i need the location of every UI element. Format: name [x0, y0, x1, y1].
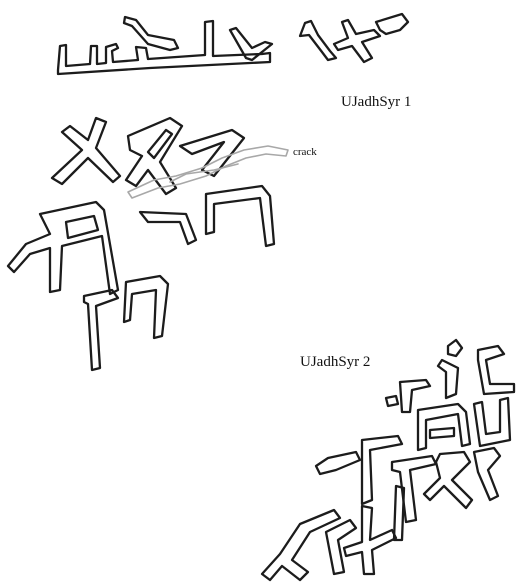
- inscription-2-bottom-right-glyph: [392, 484, 406, 542]
- inscription-2-loop-glyph: [446, 338, 464, 358]
- inscription-2-mid-glyph: [390, 454, 438, 524]
- crack-outline: [127, 145, 289, 199]
- inscription-1-box-inner-glyph: [64, 214, 100, 240]
- inscription-2-curl-glyph: [476, 344, 516, 396]
- inscription-1-loop-glyph: [124, 116, 184, 196]
- inscription-2-box-bar-glyph: [428, 426, 456, 440]
- inscription-1-cross-tail-glyph: [374, 12, 410, 36]
- inscription-1-hook-glyph: [122, 15, 180, 52]
- inscription-2-hook-glyph: [436, 358, 460, 400]
- inscription-2-box-glyph: [416, 402, 472, 452]
- inscription-2-arc-glyph: [398, 378, 432, 414]
- inscription-1-tall-glyph: [298, 19, 338, 62]
- inscription-2-right-glyph: [472, 446, 502, 502]
- inscription-2-bottom-mid-glyph: [324, 518, 358, 576]
- inscription-1-cross-glyph: [332, 18, 382, 64]
- crack-branch: [169, 163, 239, 183]
- inscription-2-bottom-cross-glyph: [342, 504, 398, 576]
- inscription-1-top-line: [56, 12, 410, 76]
- inscription-2-label: UJadhSyr 2: [300, 354, 370, 370]
- inscription-2-step-glyph: [360, 434, 404, 506]
- inscription-2-pillar-glyph: [472, 396, 512, 448]
- inscription-1-label: UJadhSyr 1: [341, 94, 411, 110]
- crack-label: crack: [293, 146, 317, 158]
- inscription-1-x-glyph: [50, 116, 122, 186]
- inscription-2: [260, 338, 516, 582]
- inscription-2-arc-tail-glyph: [384, 394, 400, 408]
- inscription-1-hook-lower-glyph: [122, 274, 170, 340]
- inscription-2-bottom-left-glyph: [260, 508, 342, 582]
- inscription-1-step-glyph: [204, 184, 276, 248]
- crack: [127, 145, 289, 199]
- inscription-1-ring-glyph: [178, 128, 246, 178]
- inscription-2-branch-glyph: [422, 450, 474, 510]
- inscription-1-baseline-glyph: [56, 19, 272, 76]
- inscription-1-bowl-glyph: [138, 210, 198, 246]
- inscription-1-lower-block: [6, 116, 276, 372]
- inscription-1-loop-inner-glyph: [146, 128, 174, 160]
- inscription-1-pillar-glyph: [82, 288, 120, 372]
- inscription-1-box-glyph: [6, 200, 120, 296]
- inscription-1-chevron-glyph: [228, 26, 274, 62]
- inscription-2-slant-glyph: [314, 450, 362, 476]
